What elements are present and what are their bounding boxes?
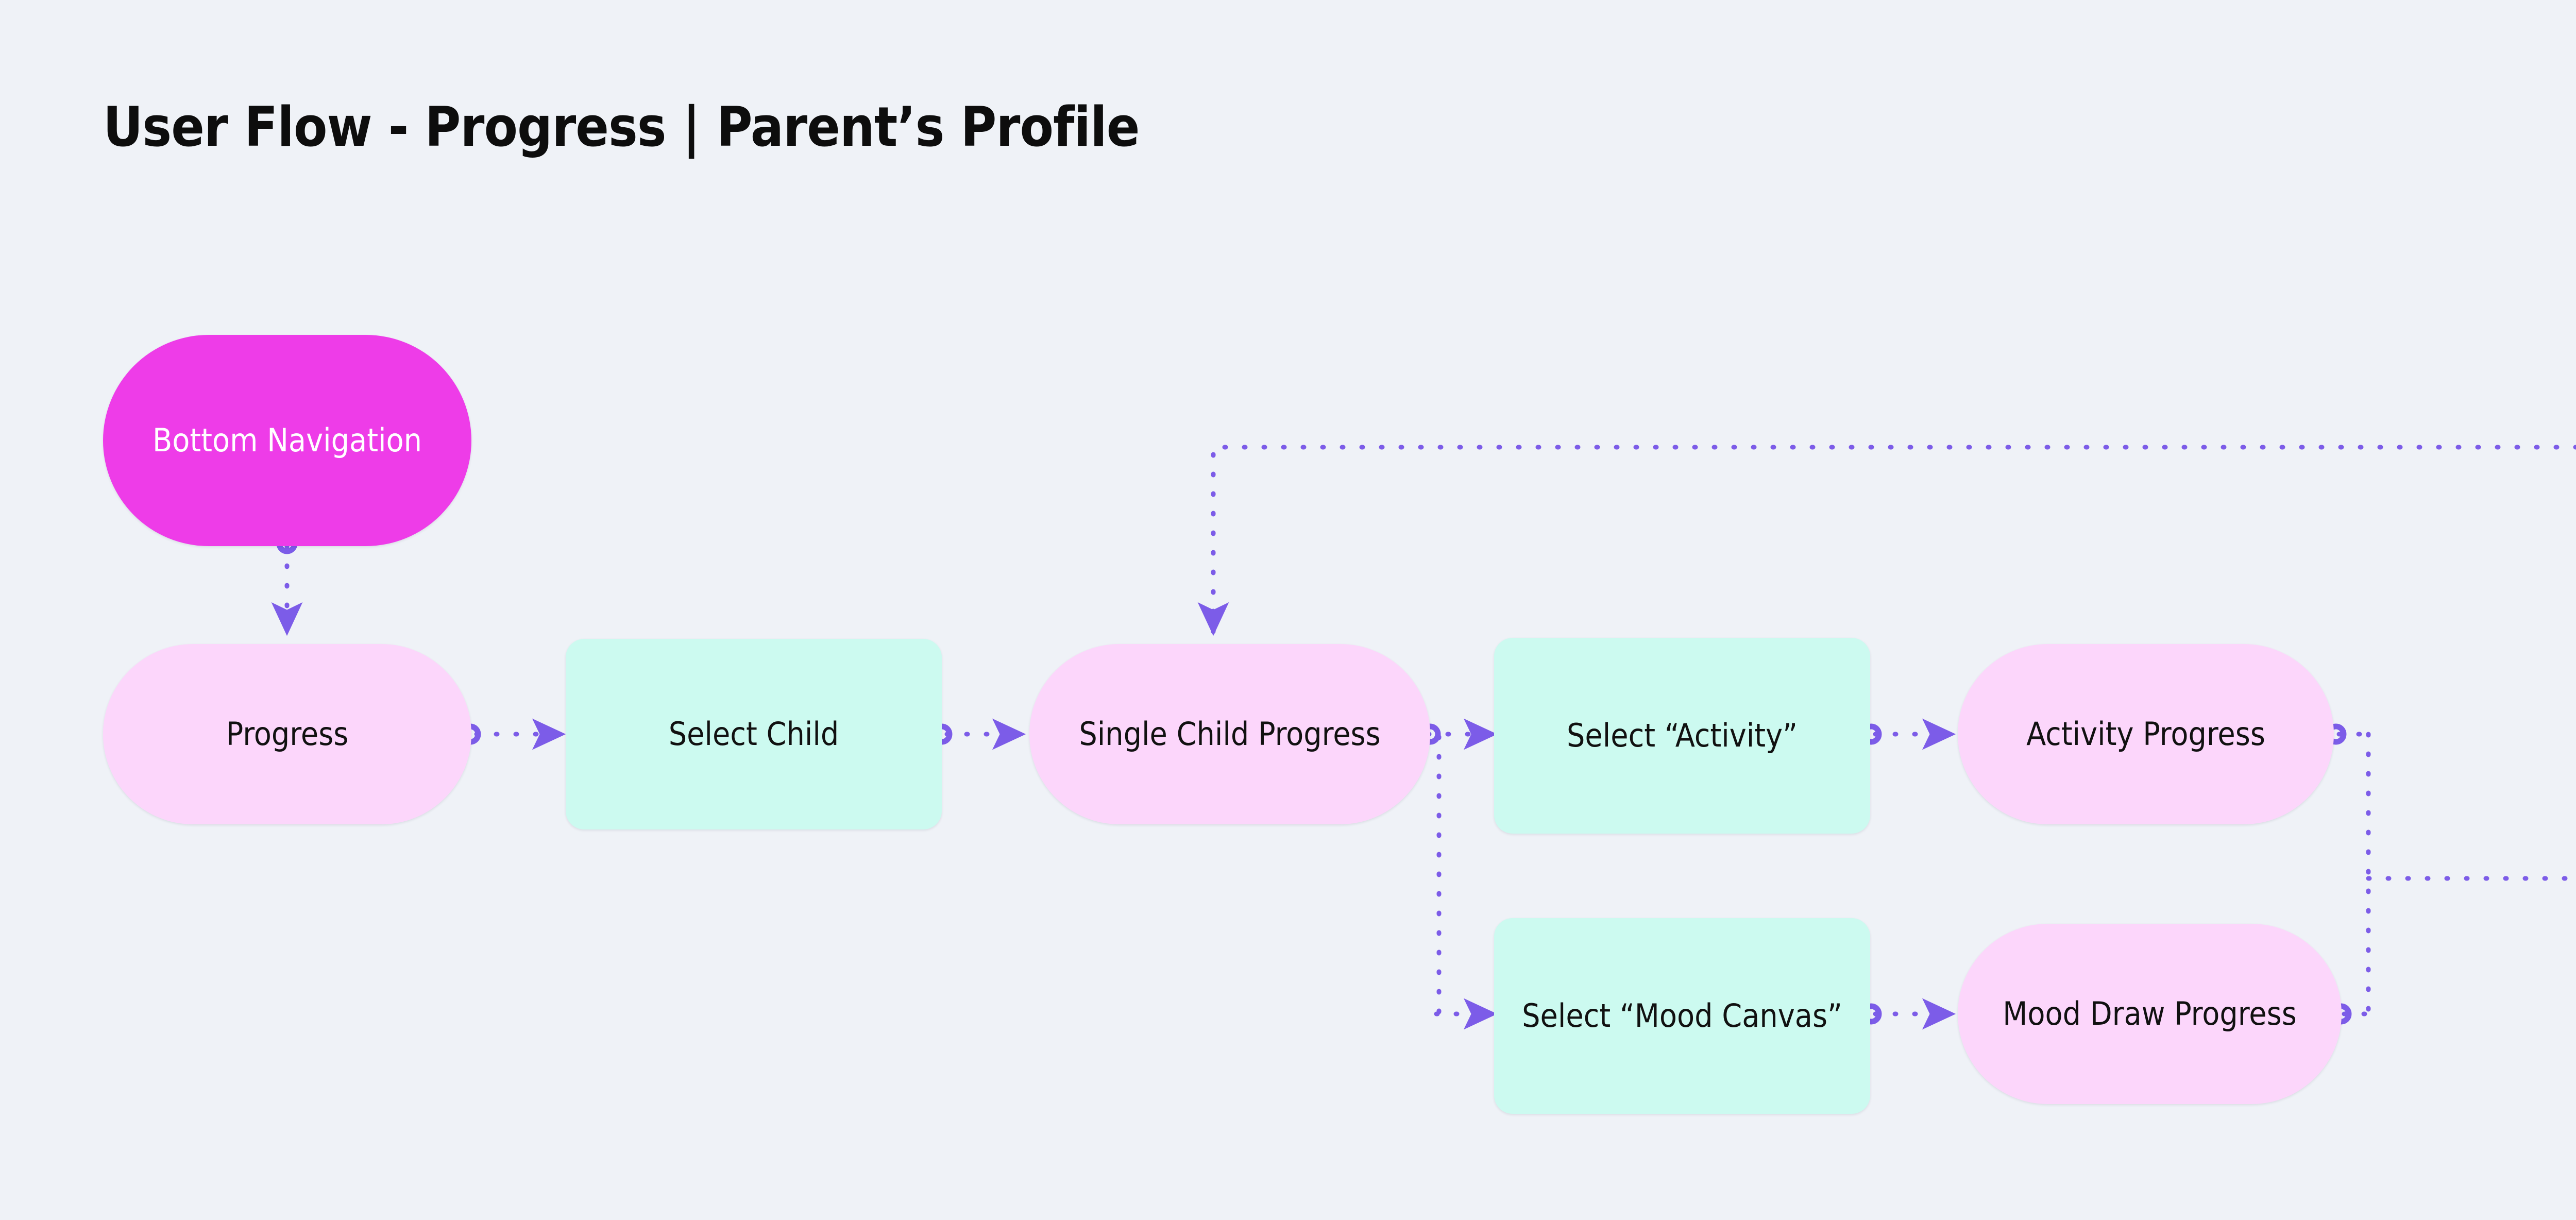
node-bottom-navigation[interactable]: Bottom Navigation [103,335,471,546]
node-activity-progress[interactable]: Activity Progress [1958,644,2334,824]
page-title: User Flow - Progress | Parent’s Profile [103,95,1140,159]
node-label-select-child: Select Child [668,715,839,753]
node-label-progress: Progress [226,715,349,753]
edge-need-specific-time-no-to-single-child-progress [1197,445,2576,636]
node-select-child[interactable]: Select Child [566,639,942,829]
node-label-mood-draw-progress: Mood Draw Progress [2003,995,2297,1033]
node-label-activity-progress: Activity Progress [2026,715,2265,753]
node-single-child-progress[interactable]: Single Child Progress [1029,644,1430,824]
node-progress[interactable]: Progress [103,644,471,824]
node-mood-draw-progress[interactable]: Mood Draw Progress [1958,924,2342,1104]
node-label-select-mood-canvas: Select “Mood Canvas” [1522,997,1842,1035]
node-select-activity[interactable]: Select “Activity” [1494,638,1870,834]
node-label-select-activity: Select “Activity” [1566,717,1798,755]
node-label-single-child-progress: Single Child Progress [1079,715,1381,753]
node-label-bottom-navigation: Bottom Navigation [152,421,422,460]
node-select-mood-canvas[interactable]: Select “Mood Canvas” [1494,918,1870,1114]
